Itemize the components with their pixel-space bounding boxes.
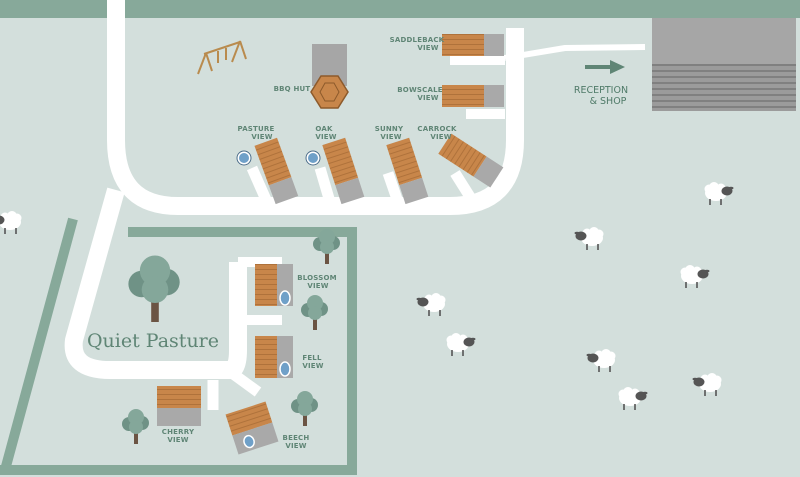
lodge-cherry-label-line2: VIEW [167,436,188,444]
lodge-oak-view[interactable] [322,137,365,205]
lodge-pasture-label-line1: PASTURE [238,125,275,133]
lodge-saddleback-view[interactable] [442,34,504,56]
bbq-hut[interactable] [310,44,349,109]
hot-tub-icon [236,150,252,166]
lodge-carrock-view[interactable] [438,133,504,188]
top-hedge [0,0,800,18]
reception-label-line1: RECEPTION [574,85,628,96]
reception-label-line2: & SHOP [590,96,627,107]
lodge-beech-view[interactable] [225,401,279,455]
lodge-saddleback-label-line2: VIEW [417,44,438,52]
lodge-cherry-view[interactable] [157,386,201,426]
playground-swing-icon [197,40,247,75]
lodge-fell-view[interactable] [255,336,293,378]
pasture-hedge [0,217,357,475]
roads [64,0,646,410]
lodge-blossom-label-line2: VIEW [307,282,328,290]
lodge-sunny-label-line2: VIEW [380,133,401,141]
lodge-oak-label-line1: OAK [315,125,333,133]
bbq-label: BBQ HUT [274,85,311,93]
lodge-blossom-view[interactable] [255,264,293,306]
arrow-right-icon [585,60,625,74]
lodge-pasture-view[interactable] [254,137,299,205]
lodge-sunny-label-line1: SUNNY [375,125,404,133]
lodge-pasture-label-line2: VIEW [251,133,272,141]
lodge-carrock-label-line2: VIEW [430,133,451,141]
lodge-bowscale-label-line1: BOWSCALE [397,86,442,94]
hot-tub-icon [305,150,321,166]
reception-building[interactable] [652,18,796,111]
lodge-blossom-label-line1: BLOSSOM [297,274,337,282]
lodge-cherry-label-line1: CHERRY [162,428,195,436]
area-name-label: Quiet Pasture [87,330,219,352]
lodge-carrock-label-line1: CARROCK [417,125,457,133]
lodge-saddleback-label-line1: SADDLEBACK [390,36,445,44]
lodge-beech-label-line1: BEECH [283,434,310,442]
lodge-oak-label-line2: VIEW [315,133,336,141]
lodge-beech-label-line2: VIEW [285,442,306,450]
lodge-bowscale-view[interactable] [442,85,504,107]
lodge-fell-label-line2: VIEW [302,362,323,370]
lodge-fell-label-line1: FELL [302,354,322,362]
lodge-sunny-view[interactable] [386,137,429,205]
lodge-bowscale-label-line2: VIEW [417,94,438,102]
